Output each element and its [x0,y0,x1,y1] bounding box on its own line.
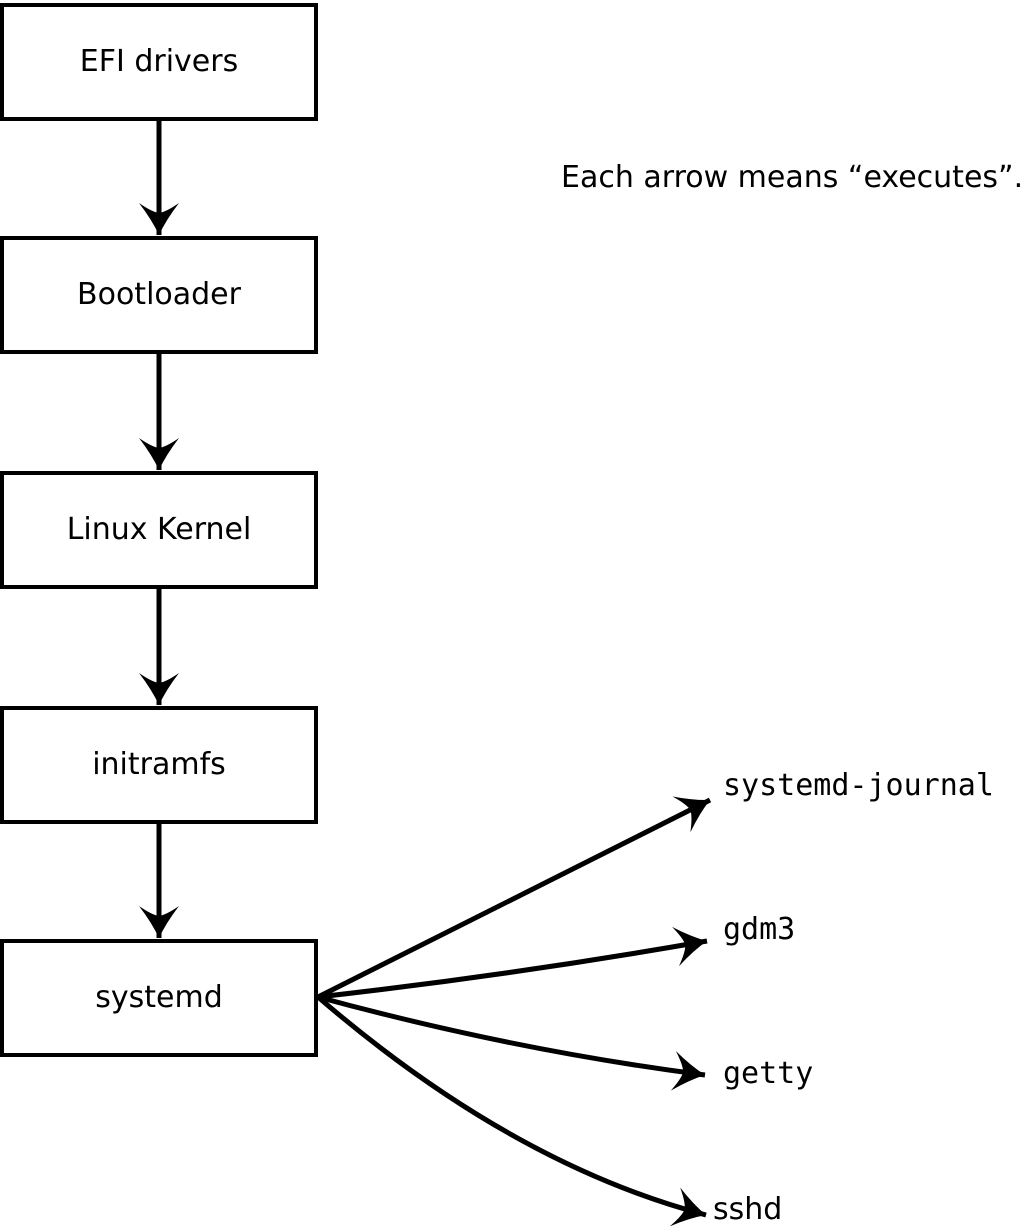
arrow-meaning-note: Each arrow means “executes”. [561,160,1023,195]
arrow-systemd-to-getty [317,994,706,1091]
arrow-systemd-to-gdm3 [317,926,708,1000]
node-gdm3-label: gdm3 [723,912,796,947]
node-efi-drivers: EFI drivers [0,3,318,121]
node-efi-drivers-label: EFI drivers [79,44,239,79]
node-systemd: systemd [0,939,318,1057]
node-getty-label: getty [723,1056,814,1091]
arrow-systemd-to-journal [316,796,712,1000]
node-bootloader: Bootloader [0,236,318,354]
node-systemd-journal-label: systemd-journal [723,768,994,803]
node-initramfs-label: initramfs [92,747,226,782]
node-linux-kernel: Linux Kernel [0,471,318,589]
node-sshd-label: sshd [713,1192,783,1227]
node-systemd-label: systemd [95,980,223,1015]
arrow-systemd-to-sshd [316,995,707,1227]
node-bootloader-label: Bootloader [77,277,241,312]
node-linux-kernel-label: Linux Kernel [66,512,252,547]
node-initramfs: initramfs [0,706,318,824]
